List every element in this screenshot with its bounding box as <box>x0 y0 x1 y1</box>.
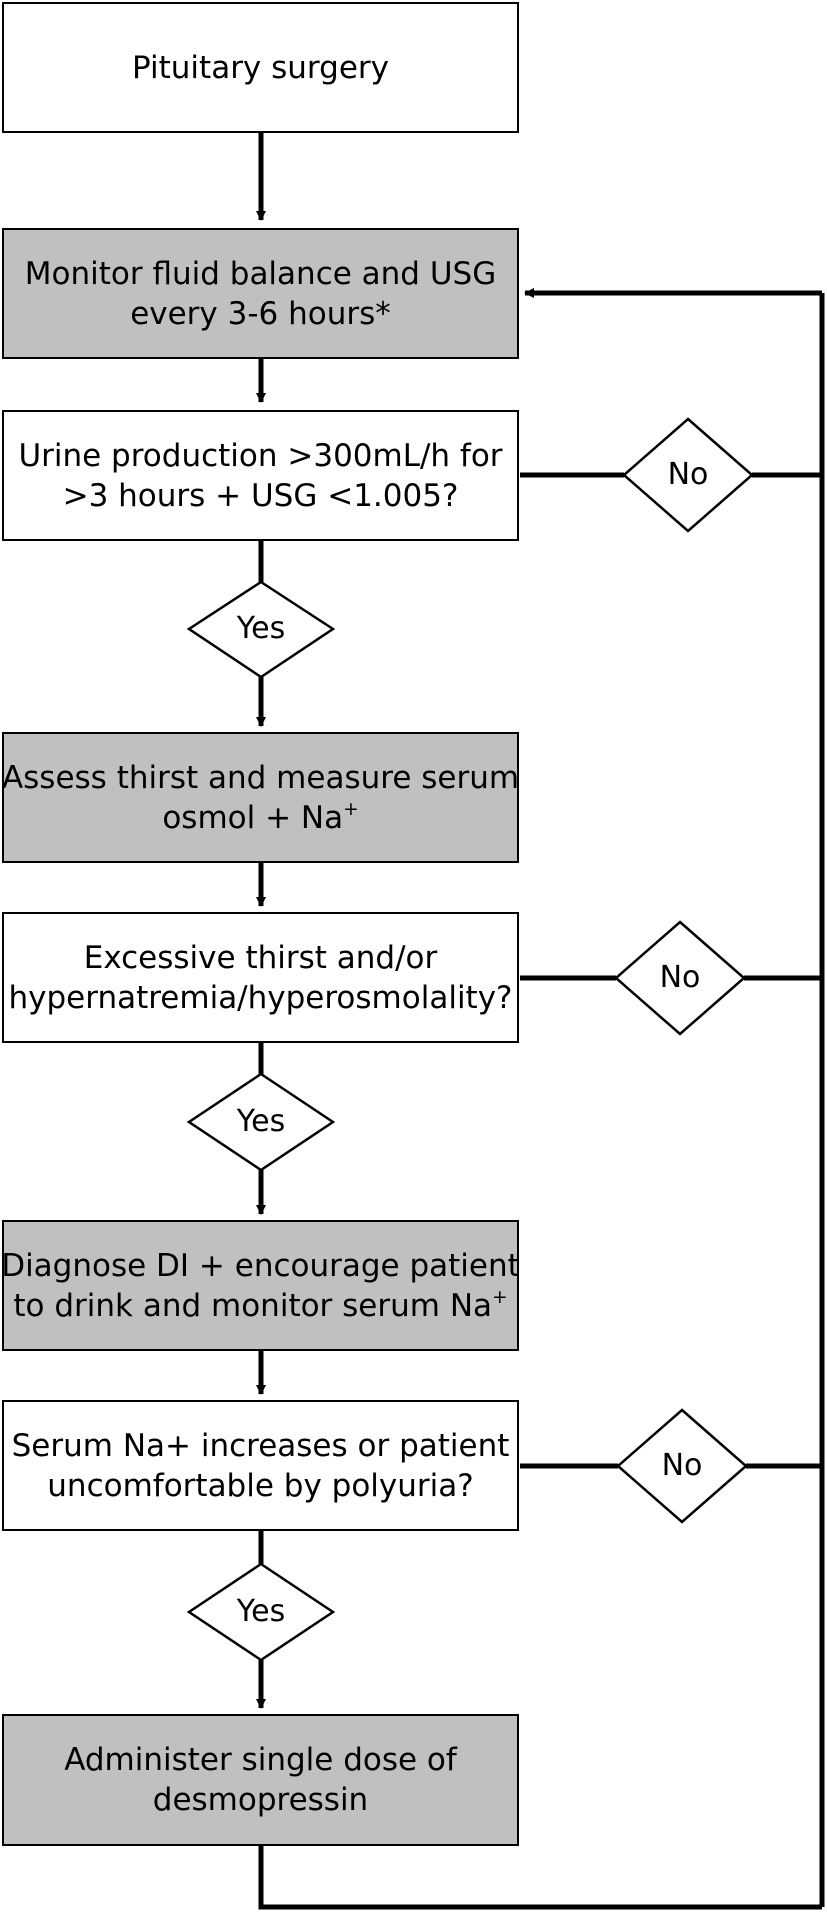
monitor-fluid-box: Monitor fluid balance and USG every 3-6 … <box>2 228 519 359</box>
no-label-3: No <box>661 1448 703 1483</box>
diagnose-di-superscript: + <box>492 1286 508 1308</box>
assess-thirst-text-line1: Assess thirst and measure serum <box>1 759 520 796</box>
urine-question-text-line1: Urine production >300mL/h for <box>18 437 503 474</box>
yes-label-1: Yes <box>236 611 286 646</box>
decision-diamond-no-2 <box>614 920 746 1036</box>
return-line-bottom <box>258 1846 822 1910</box>
serum-question-text-line2: uncomfortable by polyuria? <box>47 1467 474 1504</box>
thirst-question-text-line1: Excessive thirst and/or <box>83 939 438 976</box>
administer-text-line1: Administer single dose of <box>64 1742 457 1778</box>
serum-question-text-line1: Serum Na+ increases or patient <box>11 1427 510 1464</box>
diagnose-di-text-line1: Diagnose DI + encourage patient <box>1 1247 520 1284</box>
pituitary-surgery-box: Pituitary surgery <box>2 2 519 133</box>
assess-thirst-box: Assess thirst and measure serum osmol + … <box>2 732 519 863</box>
administer-desmopressin-box: Administer single dose of desmopressin <box>2 1714 519 1846</box>
pituitary-surgery-text: Pituitary surgery <box>132 49 389 86</box>
yes-label-2: Yes <box>236 1104 286 1139</box>
decision-diamond-no-1 <box>622 417 754 533</box>
diagnose-di-text-line2-wrap: to drink and monitor serum Na+ <box>13 1286 507 1326</box>
assess-thirst-text-line2: osmol + Na <box>162 799 344 836</box>
monitor-fluid-text-line2: every 3-6 hours* <box>130 295 391 332</box>
yes-label-3: Yes <box>236 1594 286 1629</box>
decision-diamond-yes-1 <box>186 580 336 679</box>
urine-production-question-box: Urine production >300mL/h for >3 hours +… <box>2 410 519 541</box>
monitor-fluid-text-line1: Monitor fluid balance and USG <box>24 255 497 292</box>
thirst-question-text-line2: hypernatremia/hyperosmolality? <box>8 979 513 1016</box>
assess-thirst-text-line2-wrap: osmol + Na+ <box>162 798 358 838</box>
assess-thirst-superscript: + <box>343 798 359 820</box>
urine-question-text-line2: >3 hours + USG <1.005? <box>62 477 459 514</box>
diagnose-di-text-line2: to drink and monitor serum Na <box>13 1287 493 1324</box>
administer-text-line2: desmopressin <box>152 1782 369 1818</box>
serum-question-box: Serum Na+ increases or patient uncomfort… <box>2 1400 519 1531</box>
diagnose-di-box: Diagnose DI + encourage patient to drink… <box>1 1220 520 1351</box>
thirst-question-box: Excessive thirst and/or hypernatremia/hy… <box>2 912 519 1043</box>
no-label-1: No <box>667 457 709 492</box>
decision-diamond-no-3 <box>616 1408 748 1524</box>
decision-diamond-yes-2 <box>186 1072 336 1172</box>
decision-diamond-yes-3 <box>186 1562 336 1662</box>
no-label-2: No <box>659 960 701 995</box>
